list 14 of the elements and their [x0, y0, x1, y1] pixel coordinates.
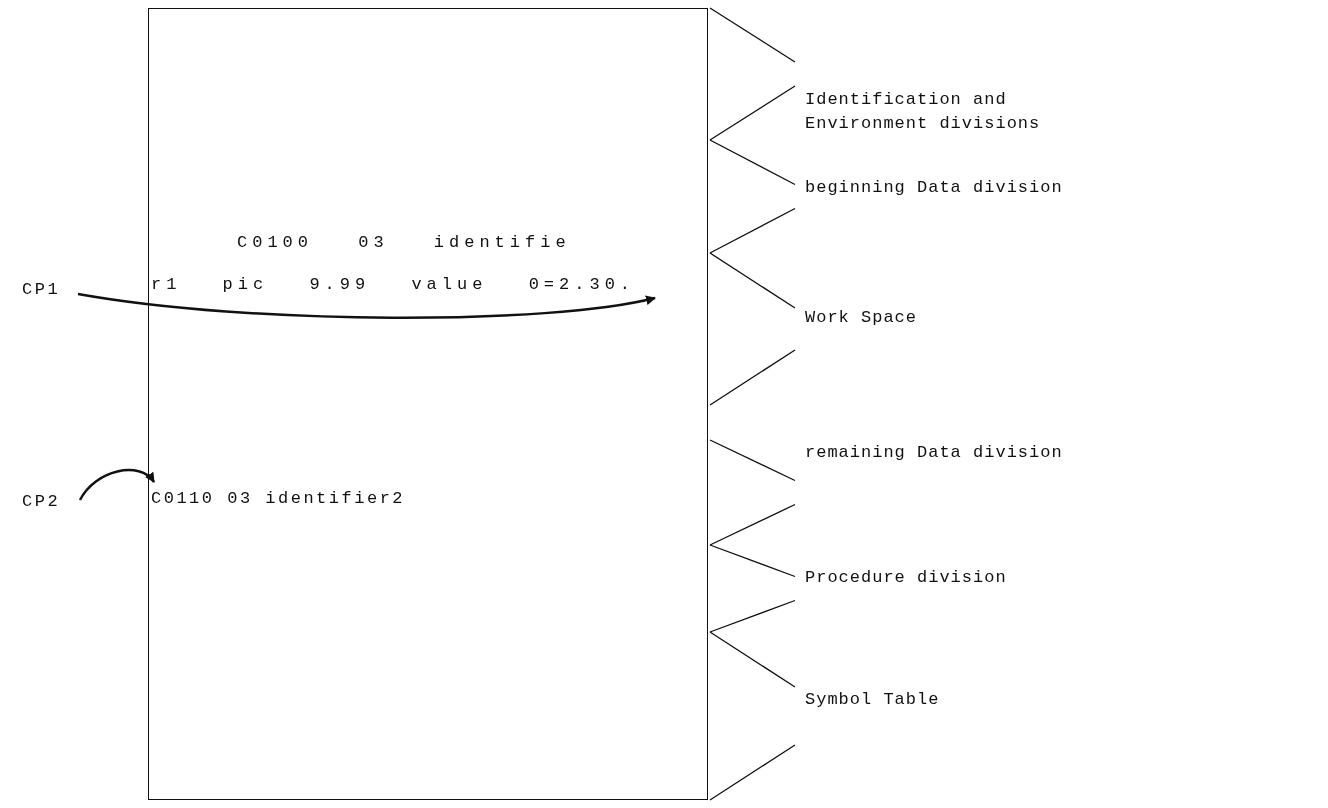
pointer-arrow [78, 469, 155, 501]
pointer-label: CP1 [22, 280, 72, 304]
code-line: C0100 03 identifie [237, 233, 571, 252]
region-label: Work Space [805, 307, 919, 329]
pointer-arrow [77, 292, 656, 319]
region-label: Symbol Table [805, 689, 941, 711]
region-label: beginning Data division [805, 177, 1064, 199]
region-label: Identification and Environment divisions [805, 89, 1042, 135]
pointer-label: CP2 [22, 492, 72, 516]
region-label: Procedure division [805, 567, 1008, 589]
code-line: r1 pic 9.99 value 0=2.30. [151, 275, 676, 299]
memory-block [148, 8, 708, 800]
region-label: remaining Data division [805, 442, 1064, 464]
code-line: C0110 03 identifier2 [151, 489, 451, 513]
